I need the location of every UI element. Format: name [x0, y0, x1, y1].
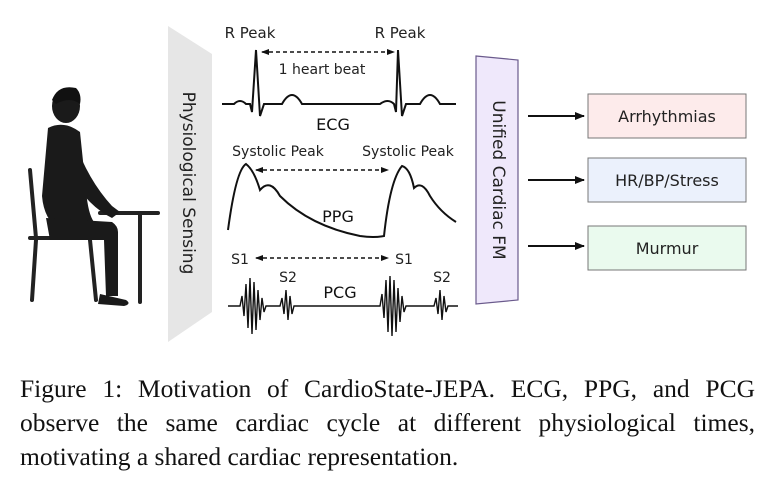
ecg-signal: R Peak R Peak 1 heart beat ECG: [222, 24, 456, 134]
ppg-signal: Systolic Peak Systolic Peak PPG: [227, 144, 457, 238]
pcg-waveform: [228, 275, 458, 337]
pcg-s1-right: S1: [395, 252, 413, 268]
ecg-interval-label: 1 heart beat: [279, 62, 366, 78]
output-boxes: Arrhythmias HR/BP/Stress Murmur: [587, 93, 747, 271]
ppg-label: PPG: [322, 207, 354, 226]
ecg-r-peak-right: R Peak: [375, 24, 426, 42]
ecg-label: ECG: [316, 115, 350, 134]
pcg-s1-left: S1: [231, 252, 249, 268]
output-box-hr-bp-stress: [587, 157, 747, 203]
physiological-sensing-panel: Physiological Sensing: [168, 26, 212, 342]
model-label: Unified Cardiac FM: [488, 100, 508, 259]
output-box-arrhythmias: [587, 93, 747, 139]
output-arrows: [528, 112, 585, 250]
pcg-s2-left: S2: [279, 270, 297, 286]
pcg-s2-right: S2: [433, 270, 451, 286]
figure-caption: Figure 1: Motivation of CardioState-JEPA…: [20, 374, 755, 471]
pcg-label: PCG: [323, 283, 356, 302]
output-label-arrhythmias: Arrhythmias: [618, 107, 716, 126]
pcg-signal: S1 S2 S1 S2 PCG: [228, 252, 458, 337]
ecg-r-peak-left: R Peak: [225, 24, 276, 42]
seated-person-illustration: [28, 87, 160, 306]
output-label-hr-bp-stress: HR/BP/Stress: [615, 171, 719, 190]
unified-cardiac-fm-block: Unified Cardiac FM: [475, 55, 519, 305]
diagram-canvas: Physiological Sensing R Peak R Peak 1 he…: [28, 24, 747, 342]
ppg-peak-right: Systolic Peak: [362, 144, 455, 160]
person-icon: [42, 87, 129, 306]
output-box-murmur: [587, 225, 747, 271]
ecg-waveform: [222, 49, 456, 117]
ppg-waveform: [227, 162, 457, 238]
sensing-label: Physiological Sensing: [178, 92, 198, 275]
output-label-murmur: Murmur: [636, 239, 699, 258]
ppg-peak-left: Systolic Peak: [232, 144, 325, 160]
